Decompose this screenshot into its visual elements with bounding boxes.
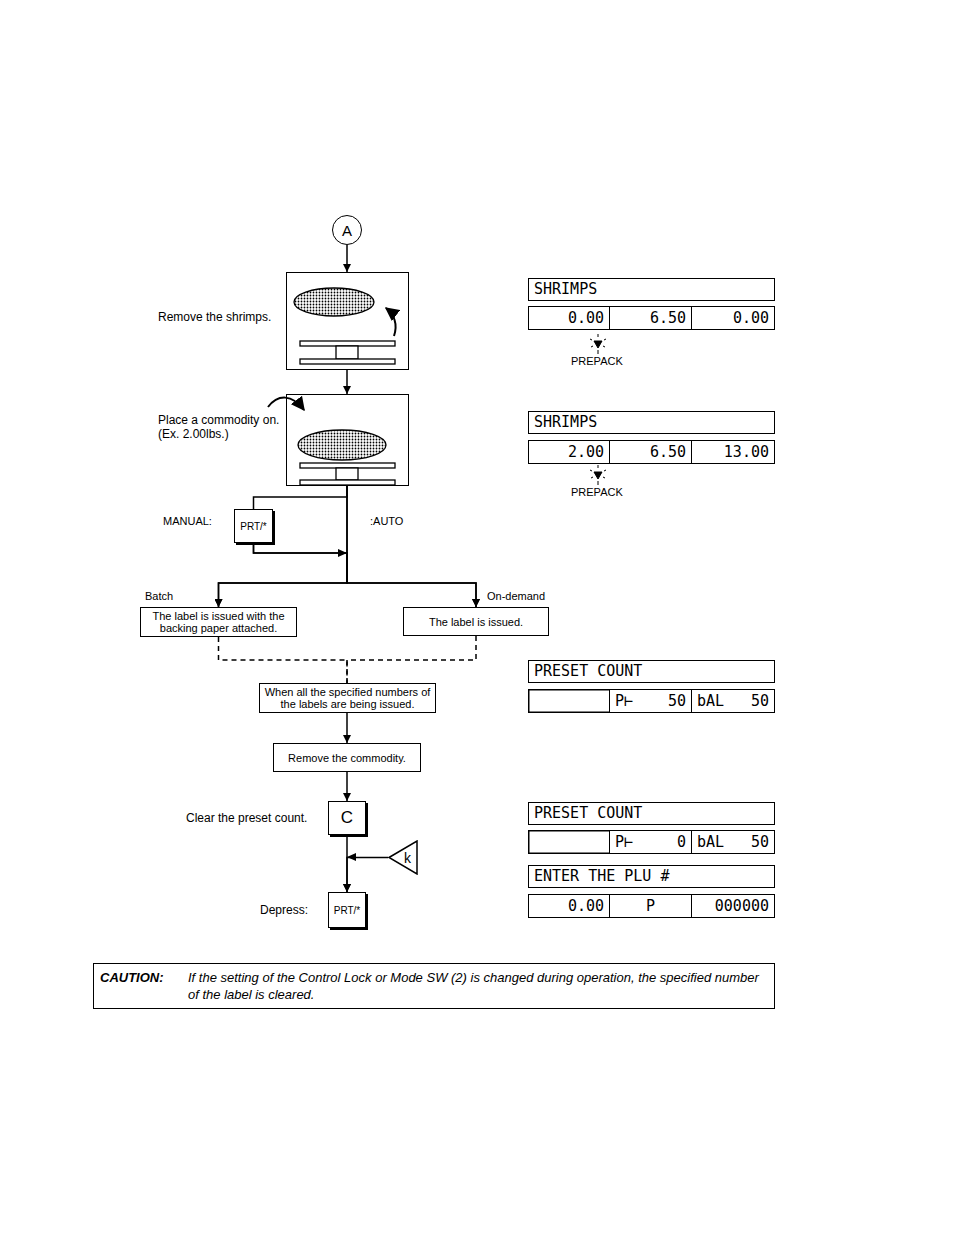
empty-display-cell [529, 831, 610, 854]
node-text: 0 [677, 833, 686, 852]
node-text: bAL [697, 692, 724, 711]
node-text: SHRIMPS [534, 413, 597, 432]
node-text: C [341, 808, 353, 828]
prepack-indicator [590, 334, 606, 354]
key-button: Clear the preset count.C [328, 801, 366, 835]
empty-display-cell [529, 690, 610, 713]
node-text: PRT/* [240, 521, 267, 532]
node-text: The label is issued. [429, 616, 523, 628]
node-text: Remove the commodity. [288, 752, 406, 764]
display-name: PRESET COUNT [528, 802, 775, 825]
triangle-shape [389, 841, 417, 874]
node-text: bAL [697, 833, 724, 852]
indicator-label: PREPACK [570, 486, 624, 499]
display-cell: 2.00 [528, 440, 610, 464]
flow-arrow [346, 713, 348, 743]
branch-label: On-demand [486, 590, 546, 603]
node-text: CAUTION: [100, 969, 188, 1003]
node-text: 13.00 [724, 443, 769, 462]
display-cell: 000000 [691, 894, 775, 918]
scale-one [294, 288, 396, 364]
caution-note: CAUTION:If the setting of the Control Lo… [93, 963, 775, 1009]
node-text: If the setting of the Control Lock or Mo… [188, 969, 764, 1003]
flow-arrow [346, 772, 348, 801]
mode-label: MANUAL: [162, 515, 213, 528]
step-caption: Place a commodity on. (Ex. 2.00lbs.) [158, 413, 280, 441]
display-name: SHRIMPS [528, 278, 775, 301]
node-text: When all the specified numbers of the la… [263, 686, 432, 710]
step-caption: Remove the shrimps. [158, 310, 271, 324]
node-text: 6.50 [650, 443, 686, 462]
node-text: The label is issued with the backing pap… [144, 610, 293, 634]
node-text: P⊢ [615, 833, 633, 852]
scale-frame: Remove the shrimps. [286, 272, 409, 370]
node-text: 50 [751, 833, 769, 852]
node-text: 2.00 [568, 443, 604, 462]
display-cell: 6.50 [609, 306, 692, 330]
step-caption: Clear the preset count. [186, 811, 307, 825]
flow-arrow [219, 486, 348, 607]
display-cell: P [609, 894, 692, 918]
prepack-indicator [590, 465, 606, 485]
node-text: 0.00 [568, 897, 604, 916]
display-name: ENTER THE PLU # [528, 865, 775, 888]
process-box: The label is issued with the backing pap… [140, 607, 297, 637]
display-cell: 0.00 [528, 894, 610, 918]
node-text: 50 [751, 692, 769, 711]
flow-arrow [254, 486, 348, 509]
display-cell: 0.00 [528, 306, 610, 330]
display-cell: 13.00 [691, 440, 775, 464]
connector-triangle: k [388, 840, 418, 875]
node-text: SHRIMPS [534, 280, 597, 299]
display-cell: P⊢ 0 [609, 830, 692, 854]
node-text: 000000 [715, 897, 769, 916]
node-text: PRESET COUNT [534, 804, 642, 823]
scale-two [268, 398, 395, 485]
key-button: PRT/* [234, 509, 273, 543]
node-text: A [342, 222, 352, 239]
node-text: 6.50 [650, 309, 686, 328]
node-text: 50 [668, 692, 686, 711]
display-cell: P⊢ 50 [609, 689, 692, 713]
node-text: k [404, 850, 411, 866]
flow-arrow [346, 370, 348, 394]
mode-label: :AUTO [369, 515, 404, 528]
process-box: When all the specified numbers of the la… [259, 683, 436, 713]
display-cell: bAL 50 [691, 689, 775, 713]
node-text: ENTER THE PLU # [534, 867, 669, 886]
flow-arrow [254, 543, 477, 607]
node-text: P [646, 897, 655, 916]
process-box: Remove the commodity. [273, 743, 421, 772]
display-name: PRESET COUNT [528, 660, 775, 683]
connector-circle: A [332, 215, 362, 245]
node-text: P⊢ [615, 692, 633, 711]
triangle-outline [388, 840, 418, 875]
step-caption: Depress: [260, 903, 308, 917]
flow-arrow [347, 858, 388, 893]
node-text: 0.00 [733, 309, 769, 328]
display-cell: 0.00 [691, 306, 775, 330]
process-box: The label is issued. [403, 607, 549, 636]
branch-label: Batch [144, 590, 174, 603]
node-text: PRT/* [334, 905, 361, 916]
dashed-connector [347, 636, 476, 683]
node-text: PRESET COUNT [534, 662, 642, 681]
indicator-label: PREPACK [570, 355, 624, 368]
scale-frame: Place a commodity on. (Ex. 2.00lbs.) [286, 394, 409, 486]
display-name: SHRIMPS [528, 411, 775, 434]
node-text: 0.00 [568, 309, 604, 328]
key-button: Depress:PRT/* [328, 892, 366, 928]
display-cell: bAL 50 [691, 830, 775, 854]
dashed-connector [219, 637, 348, 683]
flow-arrow [346, 245, 348, 272]
flow-arrow [347, 486, 476, 607]
display-cell: 6.50 [609, 440, 692, 464]
